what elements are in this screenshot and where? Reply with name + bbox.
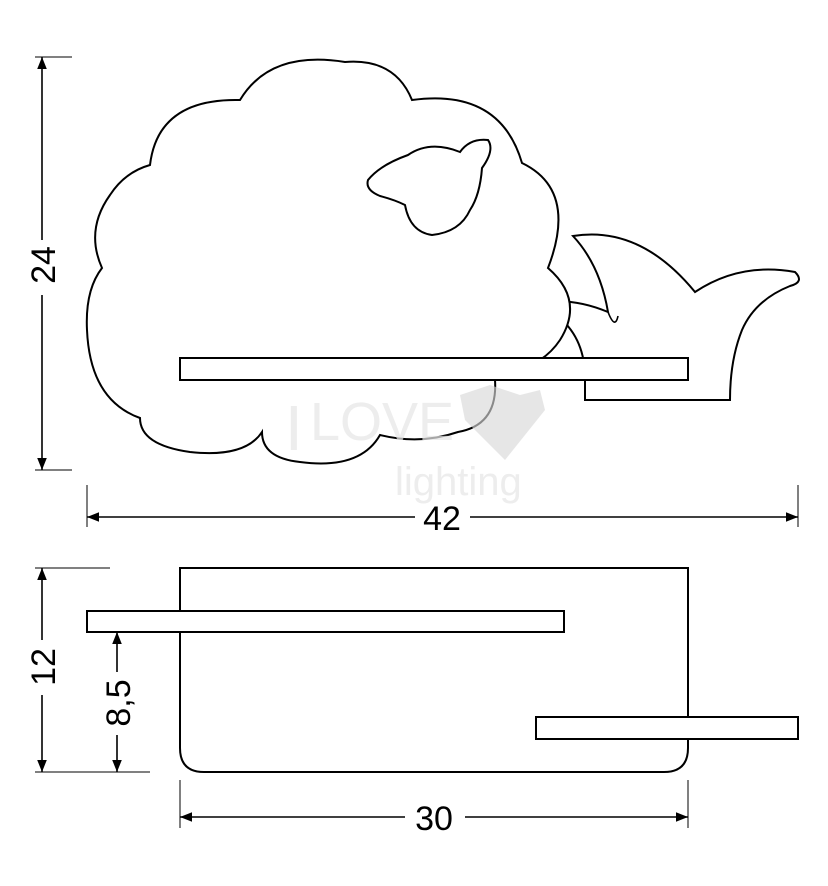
sheep-head-icon bbox=[366, 138, 492, 237]
height-dimension-label: 24 bbox=[25, 246, 63, 284]
depth-dimension-label: 12 bbox=[25, 648, 63, 686]
width-dimension-label: 42 bbox=[423, 500, 461, 538]
base-plate bbox=[179, 567, 689, 773]
grass-inner-line bbox=[607, 311, 619, 323]
svg-text:LOVE: LOVE bbox=[310, 392, 454, 452]
front-view: I LOVE lighting 24 42 bbox=[25, 56, 800, 538]
svg-text:I: I bbox=[285, 392, 303, 464]
base-width-dimension-label: 30 bbox=[415, 800, 453, 838]
front-shelf bbox=[179, 357, 689, 381]
top-view: 12 8,5 30 bbox=[25, 567, 799, 838]
svg-text:lighting: lighting bbox=[395, 460, 522, 504]
watermark-logo: I LOVE lighting bbox=[285, 385, 545, 504]
shelf-offset-dimension-label: 8,5 bbox=[100, 679, 138, 726]
upper-shelf bbox=[86, 610, 565, 633]
lower-shelf bbox=[535, 716, 799, 740]
